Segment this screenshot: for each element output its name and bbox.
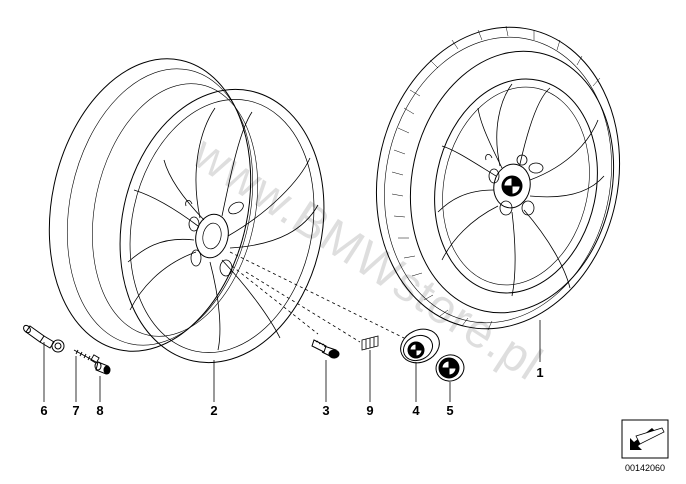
- callout-7: 7: [72, 403, 80, 418]
- tire-wheel-drawing: [375, 25, 621, 331]
- wheel-bolt-part: [311, 339, 340, 359]
- reference-number: 00142060: [625, 463, 666, 473]
- callout-6: 6: [40, 403, 48, 418]
- valve-cap-part: [94, 361, 111, 375]
- hub-cap-ring-part: [400, 328, 440, 364]
- callout-5: 5: [446, 403, 454, 418]
- navigation-arrow-icon: [621, 419, 669, 459]
- callout-9: 9: [366, 403, 374, 418]
- leader-lines: [43, 251, 541, 402]
- callout-4: 4: [412, 403, 420, 418]
- valve-stem-part: [23, 324, 65, 353]
- valve-core-part: [73, 349, 100, 364]
- hub-cap-emblem-part: [435, 354, 465, 382]
- callout-8: 8: [96, 403, 104, 418]
- balance-weight-part: [361, 335, 379, 351]
- callout-2: 2: [210, 403, 218, 418]
- callout-1: 1: [536, 365, 544, 380]
- rim-drawing: [48, 58, 325, 364]
- callout-3: 3: [322, 403, 330, 418]
